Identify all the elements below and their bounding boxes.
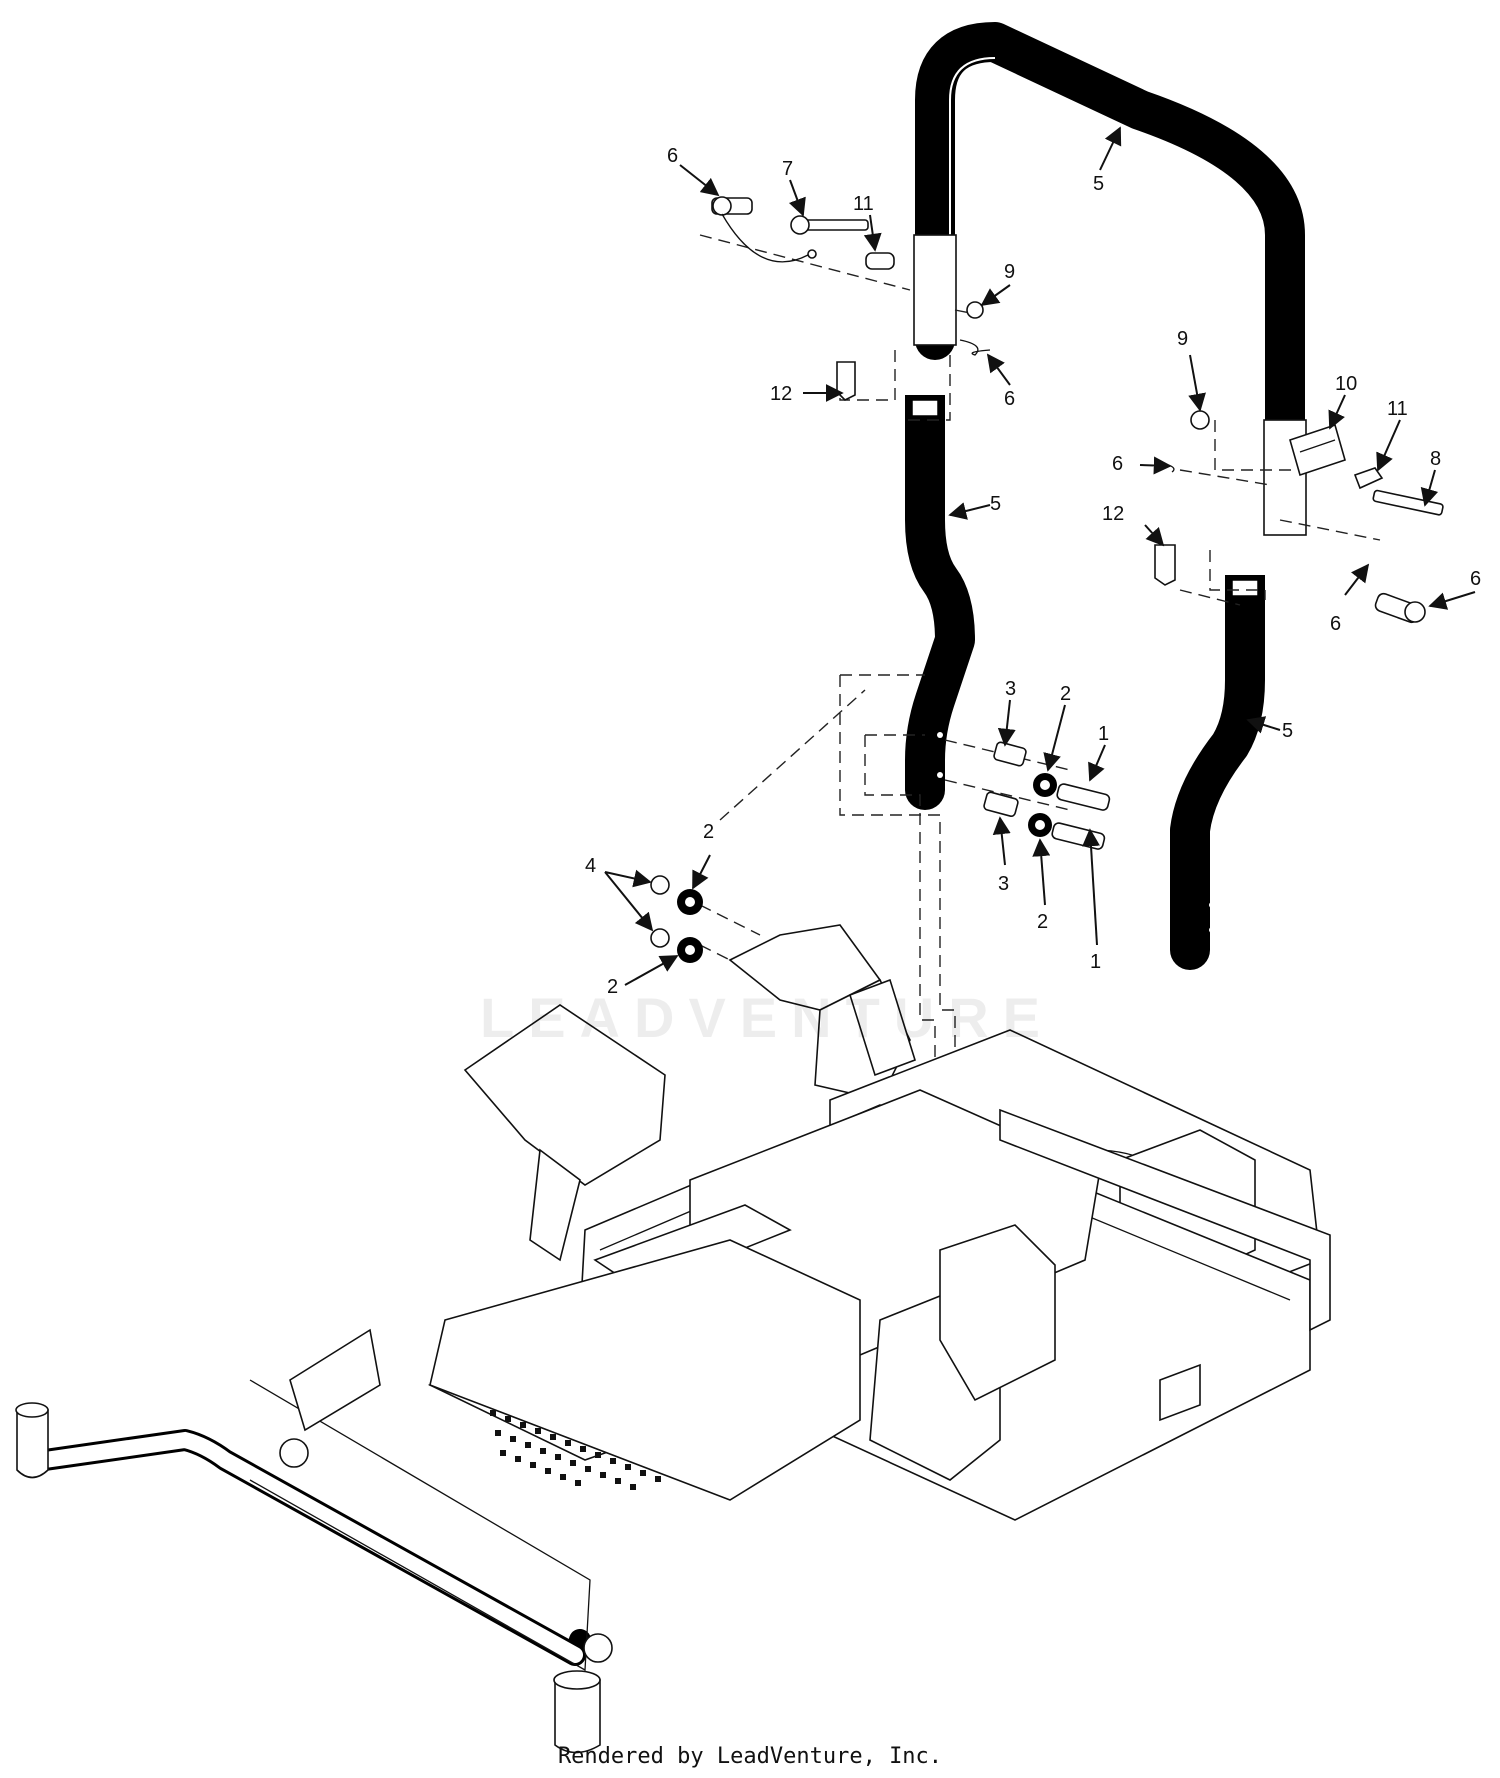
footer-credit: Rendered by LeadVenture, Inc.: [557, 1744, 943, 1769]
callout-3: 3: [998, 873, 1009, 895]
leader-lines: [604, 126, 1476, 986]
callout-6: 6: [1004, 388, 1015, 410]
callout-12: 12: [1102, 503, 1124, 525]
callout-12: 12: [770, 383, 792, 405]
callout-3: 3: [1005, 678, 1016, 700]
callout-2: 2: [607, 976, 618, 998]
callout-8: 8: [1430, 448, 1441, 470]
left-lower-rops-tube: [905, 395, 975, 810]
callout-9: 9: [1004, 261, 1015, 283]
callout-2: 2: [1037, 911, 1048, 933]
callout-10: 10: [1335, 373, 1357, 395]
callout-1: 1: [1090, 951, 1101, 973]
callout-5: 5: [990, 493, 1001, 515]
hardware-right: [1154, 410, 1444, 624]
leadventure-watermark: LEADVENTURE: [480, 986, 1055, 1049]
callout-6: 6: [1112, 453, 1123, 475]
callout-6: 6: [667, 145, 678, 167]
callout-labels: 6 7 11 5 9 6 12 5 9 10 11 8 6 12 6 6 5 3…: [585, 145, 1481, 998]
right-lower-rops-tube: [1170, 575, 1265, 970]
callout-5: 5: [1282, 720, 1293, 742]
callout-2: 2: [1060, 683, 1071, 705]
callout-6: 6: [1330, 613, 1341, 635]
callout-11: 11: [853, 193, 874, 215]
callout-9: 9: [1177, 328, 1188, 350]
floor-slots: [490, 1410, 661, 1490]
mower-frame: [15, 924, 1331, 1754]
callout-5: 5: [1093, 173, 1104, 195]
upper-rops-hoop: [913, 22, 1307, 536]
callout-4: 4: [585, 855, 596, 877]
callout-1: 1: [1098, 723, 1109, 745]
callout-11: 11: [1387, 398, 1408, 420]
callout-6: 6: [1470, 568, 1481, 590]
callout-7: 7: [782, 158, 793, 180]
callout-2: 2: [703, 821, 714, 843]
